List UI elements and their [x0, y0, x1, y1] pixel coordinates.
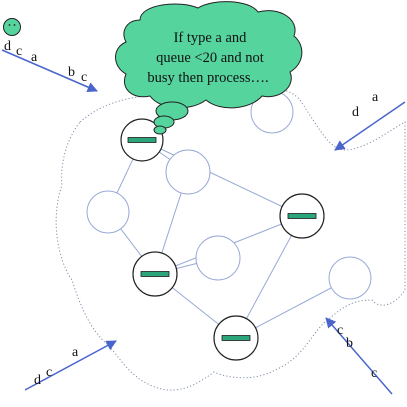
- stream-label: a: [31, 50, 38, 65]
- stream-label: c: [337, 323, 343, 338]
- link: [235, 215, 303, 339]
- node-circle: [195, 235, 241, 281]
- nodes: [86, 90, 372, 361]
- stream-label: c: [16, 44, 22, 59]
- busy-bar: [140, 271, 170, 277]
- system-boundary: [55, 85, 406, 391]
- stream-bottom-right-labels: c b c: [337, 323, 377, 381]
- stream-right-labels: d a: [352, 90, 379, 120]
- idle-node: [86, 190, 130, 234]
- stream-label: a: [372, 90, 379, 105]
- stream-label: b: [346, 336, 353, 351]
- arrow-bottom-right: [325, 317, 393, 395]
- busy-node: [279, 193, 325, 239]
- arrow-right: [334, 101, 406, 151]
- stream-label: d: [4, 39, 11, 54]
- idle-node: [328, 256, 372, 300]
- stream-label: d: [352, 105, 359, 120]
- thought-line-1: If type a and: [174, 30, 248, 46]
- busy-node: [132, 251, 178, 297]
- stream-bottom-left-labels: d c a: [34, 345, 79, 388]
- thought-line-2: queue <20 and not: [156, 50, 264, 66]
- idle-node: [195, 235, 241, 281]
- link: [141, 139, 303, 217]
- busy-node: [120, 118, 164, 162]
- stream-label: c: [46, 365, 52, 380]
- stream-label: c: [81, 70, 87, 85]
- thought-line-3: busy then process….: [147, 70, 268, 86]
- node-circle: [165, 149, 211, 195]
- stream-top-left-labels: d c a b c: [4, 39, 87, 85]
- stream-label: c: [371, 366, 377, 381]
- busy-node: [213, 315, 259, 361]
- stream-label: a: [72, 345, 79, 360]
- idle-node: [165, 149, 211, 195]
- busy-bar: [221, 335, 251, 341]
- arrow-bottom-left: [24, 340, 117, 391]
- thought-bubble: If type a and queue <20 and not busy the…: [115, 1, 303, 135]
- stream-label: b: [68, 65, 75, 80]
- node-circle: [86, 190, 130, 234]
- busy-bar: [287, 213, 317, 219]
- node-circle: [328, 256, 372, 300]
- arrow-top-left: [1, 49, 98, 93]
- arrival-arrows: [1, 49, 406, 395]
- busy-bar: [127, 137, 157, 143]
- thought-cloud: [115, 1, 303, 109]
- stream-label: d: [34, 373, 41, 388]
- smiley-icon: [3, 18, 21, 36]
- thought-dot-small: [153, 125, 167, 135]
